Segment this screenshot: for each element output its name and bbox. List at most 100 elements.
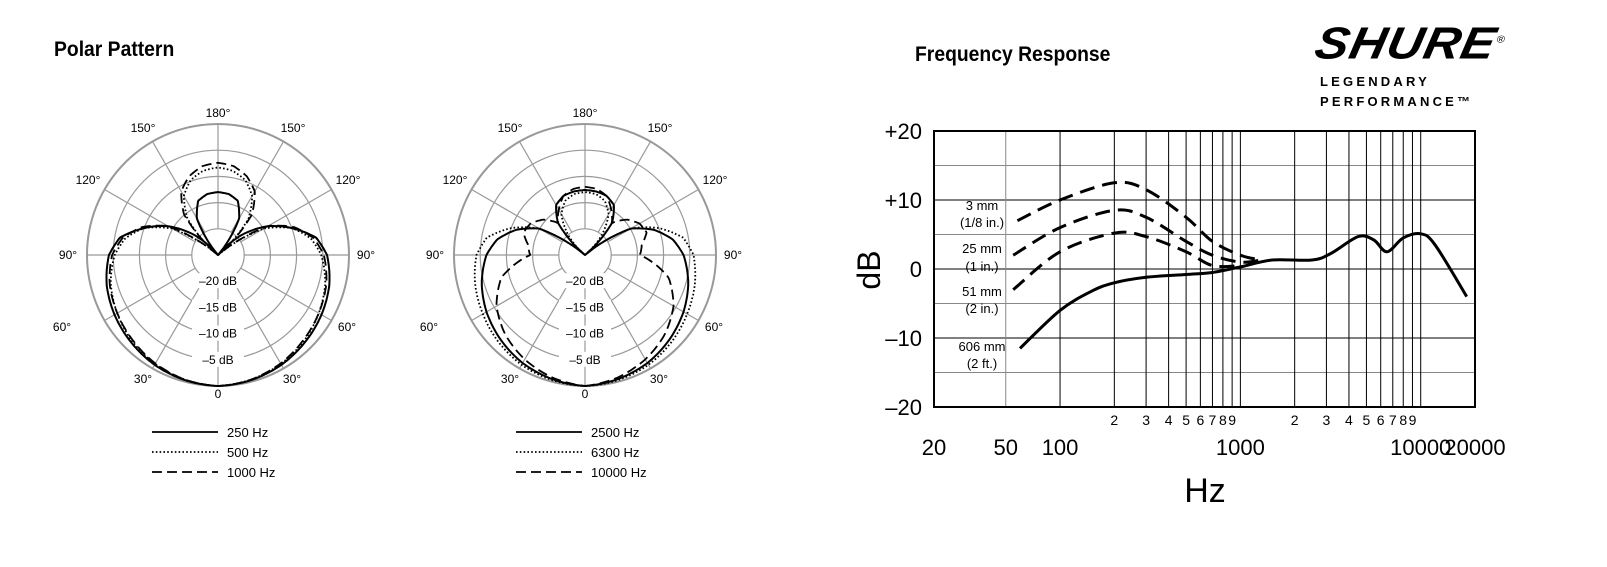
x-minor-tick-label: 6 [1377, 412, 1385, 428]
polar-spoke [597, 277, 652, 369]
ring-label-bg [559, 325, 611, 341]
angle-label: 0 [215, 387, 222, 401]
x-major-tick-label: 20000 [1444, 435, 1505, 460]
legend-label: 250 Hz [227, 425, 268, 440]
frequency-response-title: Frequency Response [915, 43, 1111, 66]
angle-label: 60° [420, 320, 438, 334]
polar-spoke [471, 188, 563, 243]
x-minor-tick-label: 5 [1182, 412, 1190, 428]
polar-spoke [240, 188, 332, 243]
ring-label: –5 dB [202, 353, 233, 367]
x-minor-tick-label: 2 [1110, 412, 1118, 428]
ring-label: –10 dB [566, 327, 604, 341]
series-label: 606 mm [959, 339, 1006, 354]
plot-frame [933, 130, 1476, 408]
polar-series-10000hz [495, 185, 675, 387]
x-major-tick-label: 50 [994, 435, 1018, 460]
x-minor-tick-label: 7 [1209, 412, 1217, 428]
ring-label-bg [559, 299, 611, 315]
polar-spoke [607, 188, 699, 243]
legend-label: 10000 Hz [591, 465, 647, 480]
series-sublabel: (2 ft.) [967, 356, 997, 371]
y-tick-label: –10 [885, 326, 922, 351]
logo-tagline-1: LEGENDARY [1320, 74, 1430, 89]
polar-spoke [240, 267, 332, 322]
angle-label: 120° [443, 173, 468, 187]
ring-label: –20 dB [199, 274, 237, 288]
x-major-tick-label: 10000 [1390, 435, 1451, 460]
x-minor-tick-label: 6 [1196, 412, 1204, 428]
polar-spoke [607, 267, 699, 322]
ring-label: –20 dB [566, 274, 604, 288]
y-tick-label: +20 [885, 119, 922, 144]
angle-label: 150° [498, 121, 523, 135]
x-minor-tick-label: 2 [1291, 412, 1299, 428]
polar-spoke [230, 277, 285, 369]
legend-label: 2500 Hz [591, 425, 639, 440]
polar-chart-2: 180°150°150°120°120°90°90°60°60°30°30°0–… [420, 106, 742, 480]
angle-label: 180° [206, 106, 231, 120]
x-minor-tick-label: 9 [1228, 412, 1236, 428]
angle-label: 120° [76, 173, 101, 187]
angle-label: 120° [336, 173, 361, 187]
polar-pattern-title: Polar Pattern [54, 38, 175, 61]
freq-series-51mm [1012, 230, 1241, 291]
y-axis-label: dB [851, 250, 887, 289]
angle-label: 180° [573, 106, 598, 120]
angle-label: 150° [281, 121, 306, 135]
x-minor-tick-label: 5 [1363, 412, 1371, 428]
angle-label: 60° [338, 320, 356, 334]
polar-series-250hz [105, 191, 331, 387]
polar-chart-1: 180°150°150°120°120°90°90°60°60°30°30°0–… [53, 106, 375, 480]
ring-label-bg [192, 351, 244, 367]
polar-spoke [104, 188, 196, 243]
polar-series-6300hz [473, 191, 697, 387]
angle-label: 90° [357, 248, 375, 262]
polar-series-2500hz [480, 188, 690, 387]
y-tick-label: +10 [885, 188, 922, 213]
angle-label: 60° [53, 320, 71, 334]
x-minor-tick-label: 3 [1323, 412, 1331, 428]
freq-series-606mm [1018, 232, 1468, 350]
x-minor-tick-label: 8 [1399, 412, 1407, 428]
logo-tagline-2: PERFORMANCE™ [1320, 94, 1474, 109]
y-tick-label: –20 [885, 395, 922, 420]
ring-label: –5 dB [569, 353, 600, 367]
polar-spoke [104, 267, 196, 322]
angle-label: 30° [134, 372, 152, 386]
angle-label: 30° [650, 372, 668, 386]
angle-label: 90° [724, 248, 742, 262]
legend-label: 6300 Hz [591, 445, 639, 460]
x-major-tick-label: 100 [1042, 435, 1079, 460]
legend-label: 500 Hz [227, 445, 268, 460]
polar-series-1000hz [108, 161, 328, 387]
polar-spoke [518, 277, 573, 369]
x-minor-tick-label: 7 [1389, 412, 1397, 428]
legend-label: 1000 Hz [227, 465, 275, 480]
ring-label: –15 dB [199, 300, 237, 314]
series-label: 25 mm [962, 241, 1002, 256]
angle-label: 60° [705, 320, 723, 334]
angle-label: 90° [426, 248, 444, 262]
angle-label: 150° [131, 121, 156, 135]
polar-spoke [518, 141, 573, 233]
polar-spoke [597, 141, 652, 233]
series-label: 3 mm [966, 198, 999, 213]
ring-label-bg [192, 299, 244, 315]
ring-label: –15 dB [566, 300, 604, 314]
freq-series-3mm [1016, 180, 1262, 262]
series-sublabel: (1/8 in.) [960, 215, 1004, 230]
angle-label: 120° [703, 173, 728, 187]
x-minor-tick-label: 4 [1345, 412, 1353, 428]
x-minor-tick-label: 9 [1409, 412, 1417, 428]
x-minor-tick-label: 8 [1219, 412, 1227, 428]
x-minor-tick-label: 3 [1142, 412, 1150, 428]
polar-spoke [151, 277, 206, 369]
ring-label-bg [192, 273, 244, 289]
x-minor-tick-label: 4 [1165, 412, 1173, 428]
angle-label: 30° [283, 372, 301, 386]
series-label: 51 mm [962, 284, 1002, 299]
ring-label-bg [559, 273, 611, 289]
